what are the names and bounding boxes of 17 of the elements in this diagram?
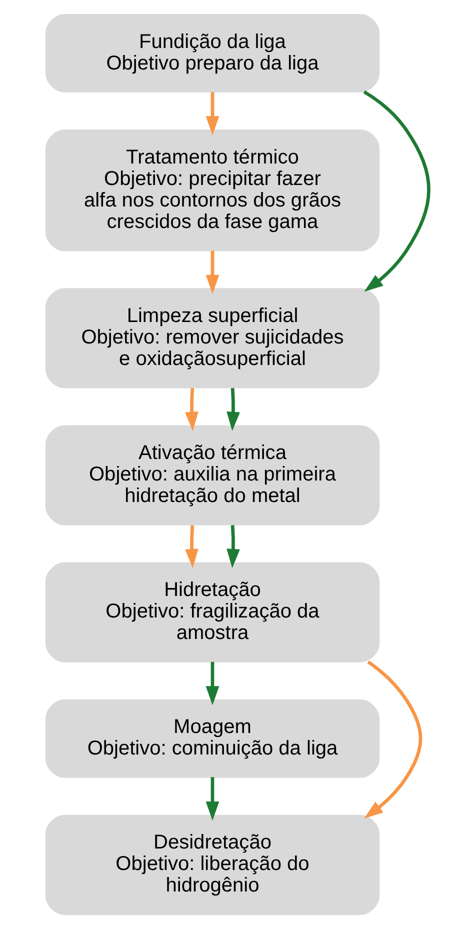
node-box: Tratamento térmico Objetivo: precipitar fazer alfa nos contornos dos grãos crescidos da fase gama — [45, 130, 380, 252]
arrow — [363, 90, 430, 292]
arrow — [364, 660, 422, 819]
node-box: Ativação térmica Objetivo: auxilia na primeira hidretação do metal — [45, 425, 380, 526]
arrow — [185, 525, 198, 568]
node-box: Hidretação Objetivo: fragilização da amostra — [45, 562, 380, 662]
node-box: Moagem Objetivo: cominuição da liga — [45, 699, 380, 778]
arrow — [206, 662, 220, 706]
node-box: Fundição da liga Objetivo preparo da liga — [45, 14, 380, 93]
arrow — [206, 250, 220, 294]
arrow — [226, 388, 240, 432]
arrow — [226, 525, 240, 568]
arrow — [206, 777, 220, 821]
arrow — [206, 92, 220, 136]
node-box: Limpeza superficial Objetivo: remover sujicidades e oxidaçãosuperficial — [45, 288, 380, 388]
node-box: Desidretação Objetivo: liberação do hidrogênio — [45, 814, 380, 915]
arrow — [185, 388, 198, 432]
